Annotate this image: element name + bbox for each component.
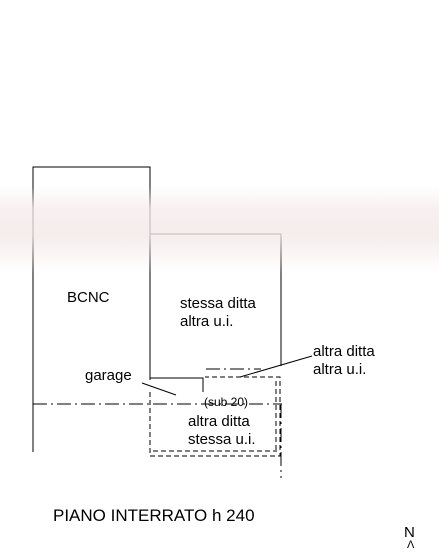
bcnc-label: BCNC	[67, 289, 110, 306]
caret-up-icon: Λ	[407, 539, 415, 551]
room-b-label-line2: stessa u.i.	[188, 431, 256, 448]
room-a-label-line1: stessa ditta	[180, 295, 256, 312]
bcnc-outline	[32, 166, 151, 452]
north-label: N	[404, 524, 415, 541]
garage-leader	[141, 382, 177, 396]
garage-label: garage	[85, 367, 132, 384]
plan-title: PIANO INTERRATO h 240	[53, 506, 255, 525]
room-c-leader	[239, 355, 313, 378]
room-b-outline	[149, 376, 281, 457]
room-c-label-line1: altra ditta	[313, 343, 375, 360]
room-c-label-line2: altra u.i.	[313, 361, 367, 378]
sub-label: (sub 20)	[204, 395, 249, 409]
room-a-label-line2: altra u.i.	[180, 313, 234, 330]
garage-wall	[149, 377, 204, 392]
room-b-label-line1: altra ditta	[188, 413, 250, 430]
